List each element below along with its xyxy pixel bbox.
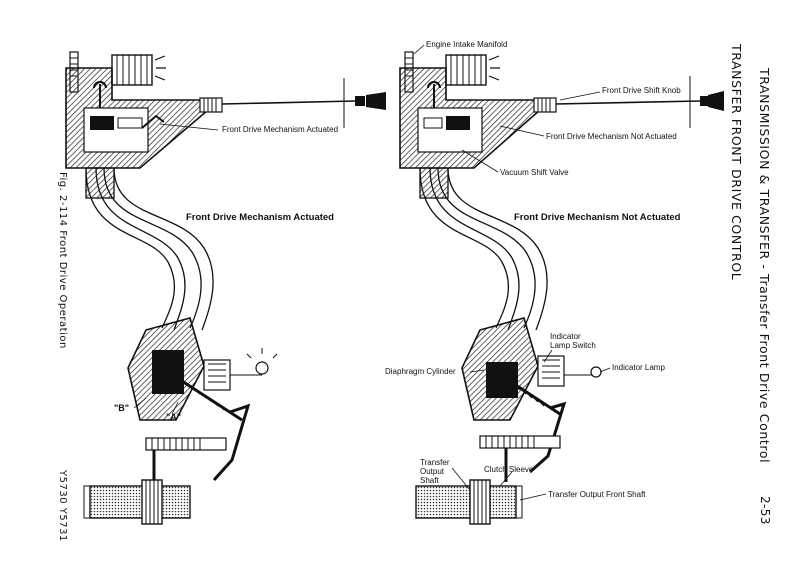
left-vacuum-hoses <box>85 167 214 331</box>
label-point-b: "B" <box>114 403 130 413</box>
label-diaphragm-cylinder: Diaphragm Cylinder <box>385 367 456 376</box>
right-view-title: Front Drive Mechanism Not Actuated <box>514 212 681 223</box>
left-view-title: Front Drive Mechanism Actuated <box>186 212 334 223</box>
label-indicator-lamp-switch: Indicator Lamp Switch <box>550 332 596 350</box>
label-point-a: "A" <box>166 412 182 422</box>
running-head: TRANSMISSION & TRANSFER - Transfer Front… <box>757 68 772 464</box>
label-engine-intake-manifold: Engine Intake Manifold <box>426 40 508 49</box>
right-indicator-lamp <box>537 355 602 387</box>
figure-caption: Fig. 2-114 Front Drive Operation <box>57 172 68 349</box>
right-shift-fork <box>479 401 567 482</box>
leader-lines <box>133 44 611 501</box>
label-left-mechanism: Front Drive Mechanism Actuated <box>222 125 339 134</box>
right-assembly <box>399 51 724 525</box>
label-clutch-sleeve: Clutch Sleeve <box>484 465 534 474</box>
section-title: TRANSFER FRONT DRIVE CONTROL <box>729 44 744 281</box>
left-assembly <box>65 51 386 525</box>
right-vacuum-hoses <box>419 167 548 331</box>
left-indicator-lamp <box>203 348 278 391</box>
left-vacuum-shift-valve <box>65 67 223 169</box>
label-indicator-lamp: Indicator Lamp <box>612 363 665 372</box>
label-transfer-output-front-shaft: Transfer Output Front Shaft <box>548 490 646 499</box>
left-shift-rod <box>221 78 386 128</box>
label-right-mechanism: Front Drive Mechanism Not Actuated <box>546 132 677 141</box>
left-shift-fork <box>145 403 251 486</box>
right-shift-rod <box>555 76 724 128</box>
figure-codes: Y5730 Y5731 <box>57 470 68 542</box>
left-output-shaft <box>83 479 191 525</box>
page-number: 2-53 <box>758 496 772 525</box>
label-front-drive-shift-knob: Front Drive Shift Knob <box>602 86 681 95</box>
right-output-shaft <box>415 479 523 525</box>
left-diaphragm-cylinder <box>127 317 243 422</box>
label-transfer-output-shaft: Transfer Output Shaft <box>420 458 450 485</box>
label-vacuum-shift-valve: Vacuum Shift Valve <box>500 168 569 177</box>
